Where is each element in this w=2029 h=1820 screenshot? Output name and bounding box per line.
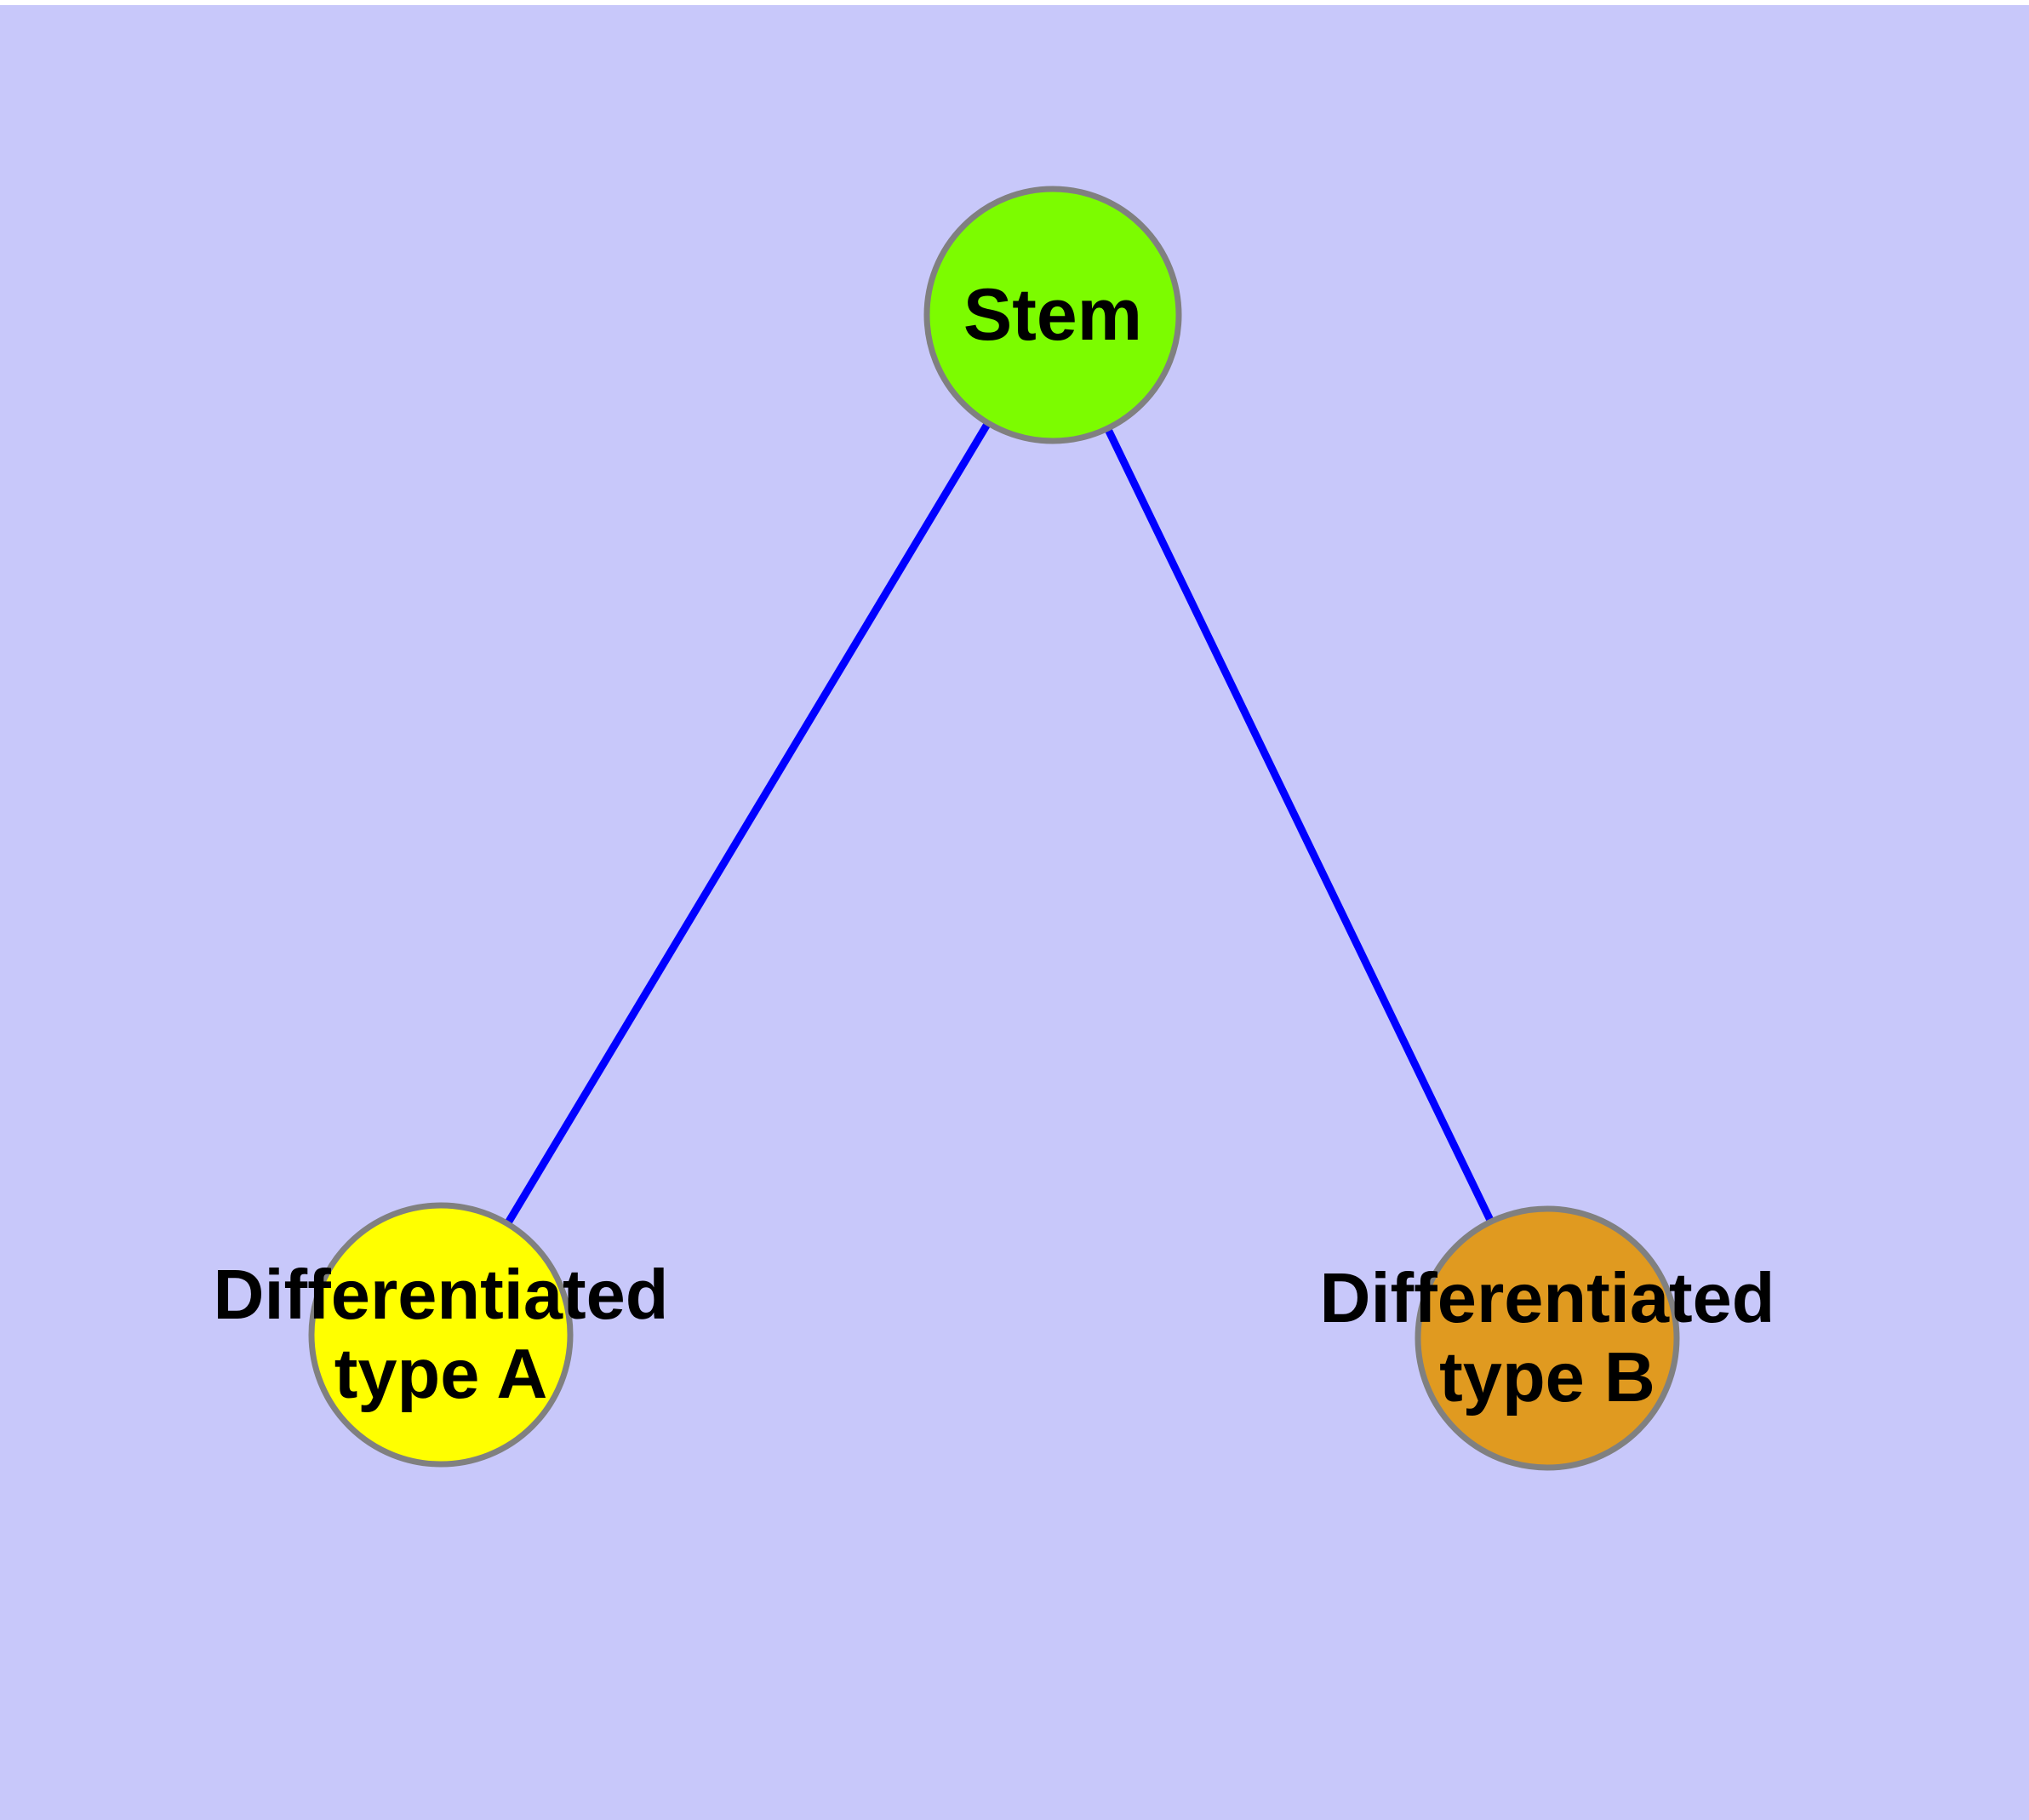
edge-layer bbox=[437, 312, 1552, 1340]
node-circle-stem[interactable] bbox=[923, 186, 1182, 444]
node-circle-diff-b[interactable] bbox=[1415, 1205, 1680, 1471]
node-circle-diff-a[interactable] bbox=[308, 1202, 574, 1468]
edge-stem-to-diff-a[interactable] bbox=[437, 312, 1056, 1337]
node-layer bbox=[308, 186, 1680, 1471]
edge-stem-to-diff-b[interactable] bbox=[1049, 313, 1552, 1340]
